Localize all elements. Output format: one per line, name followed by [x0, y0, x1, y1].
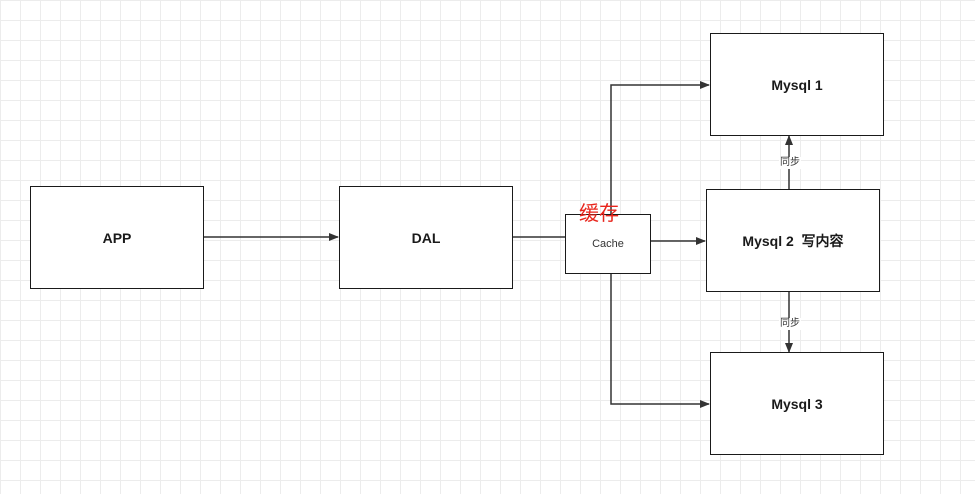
arrow-cache-to-mysql3: [610, 273, 710, 408]
sync-label-lower: 同步: [779, 318, 801, 330]
app-node-label: APP: [102, 229, 132, 246]
mysql1-node: Mysql 1: [710, 33, 884, 136]
dal-node: DAL: [339, 186, 513, 289]
app-node: APP: [30, 186, 204, 289]
sync-label-upper: 同步: [779, 157, 801, 169]
cache-node: Cache: [565, 214, 651, 274]
mysql3-node: Mysql 3: [710, 352, 884, 455]
mysql2-node-label: Mysql 2 写内容: [742, 232, 844, 249]
cache-annotation: 缓存: [579, 201, 619, 225]
arrow-cache-to-mysql1: [610, 81, 710, 214]
cache-node-label: Cache: [592, 238, 624, 250]
mysql2-node: Mysql 2 写内容: [706, 189, 880, 292]
mysql3-node-label: Mysql 3: [771, 395, 823, 412]
dal-node-label: DAL: [411, 229, 441, 246]
mysql1-node-label: Mysql 1: [771, 76, 823, 93]
